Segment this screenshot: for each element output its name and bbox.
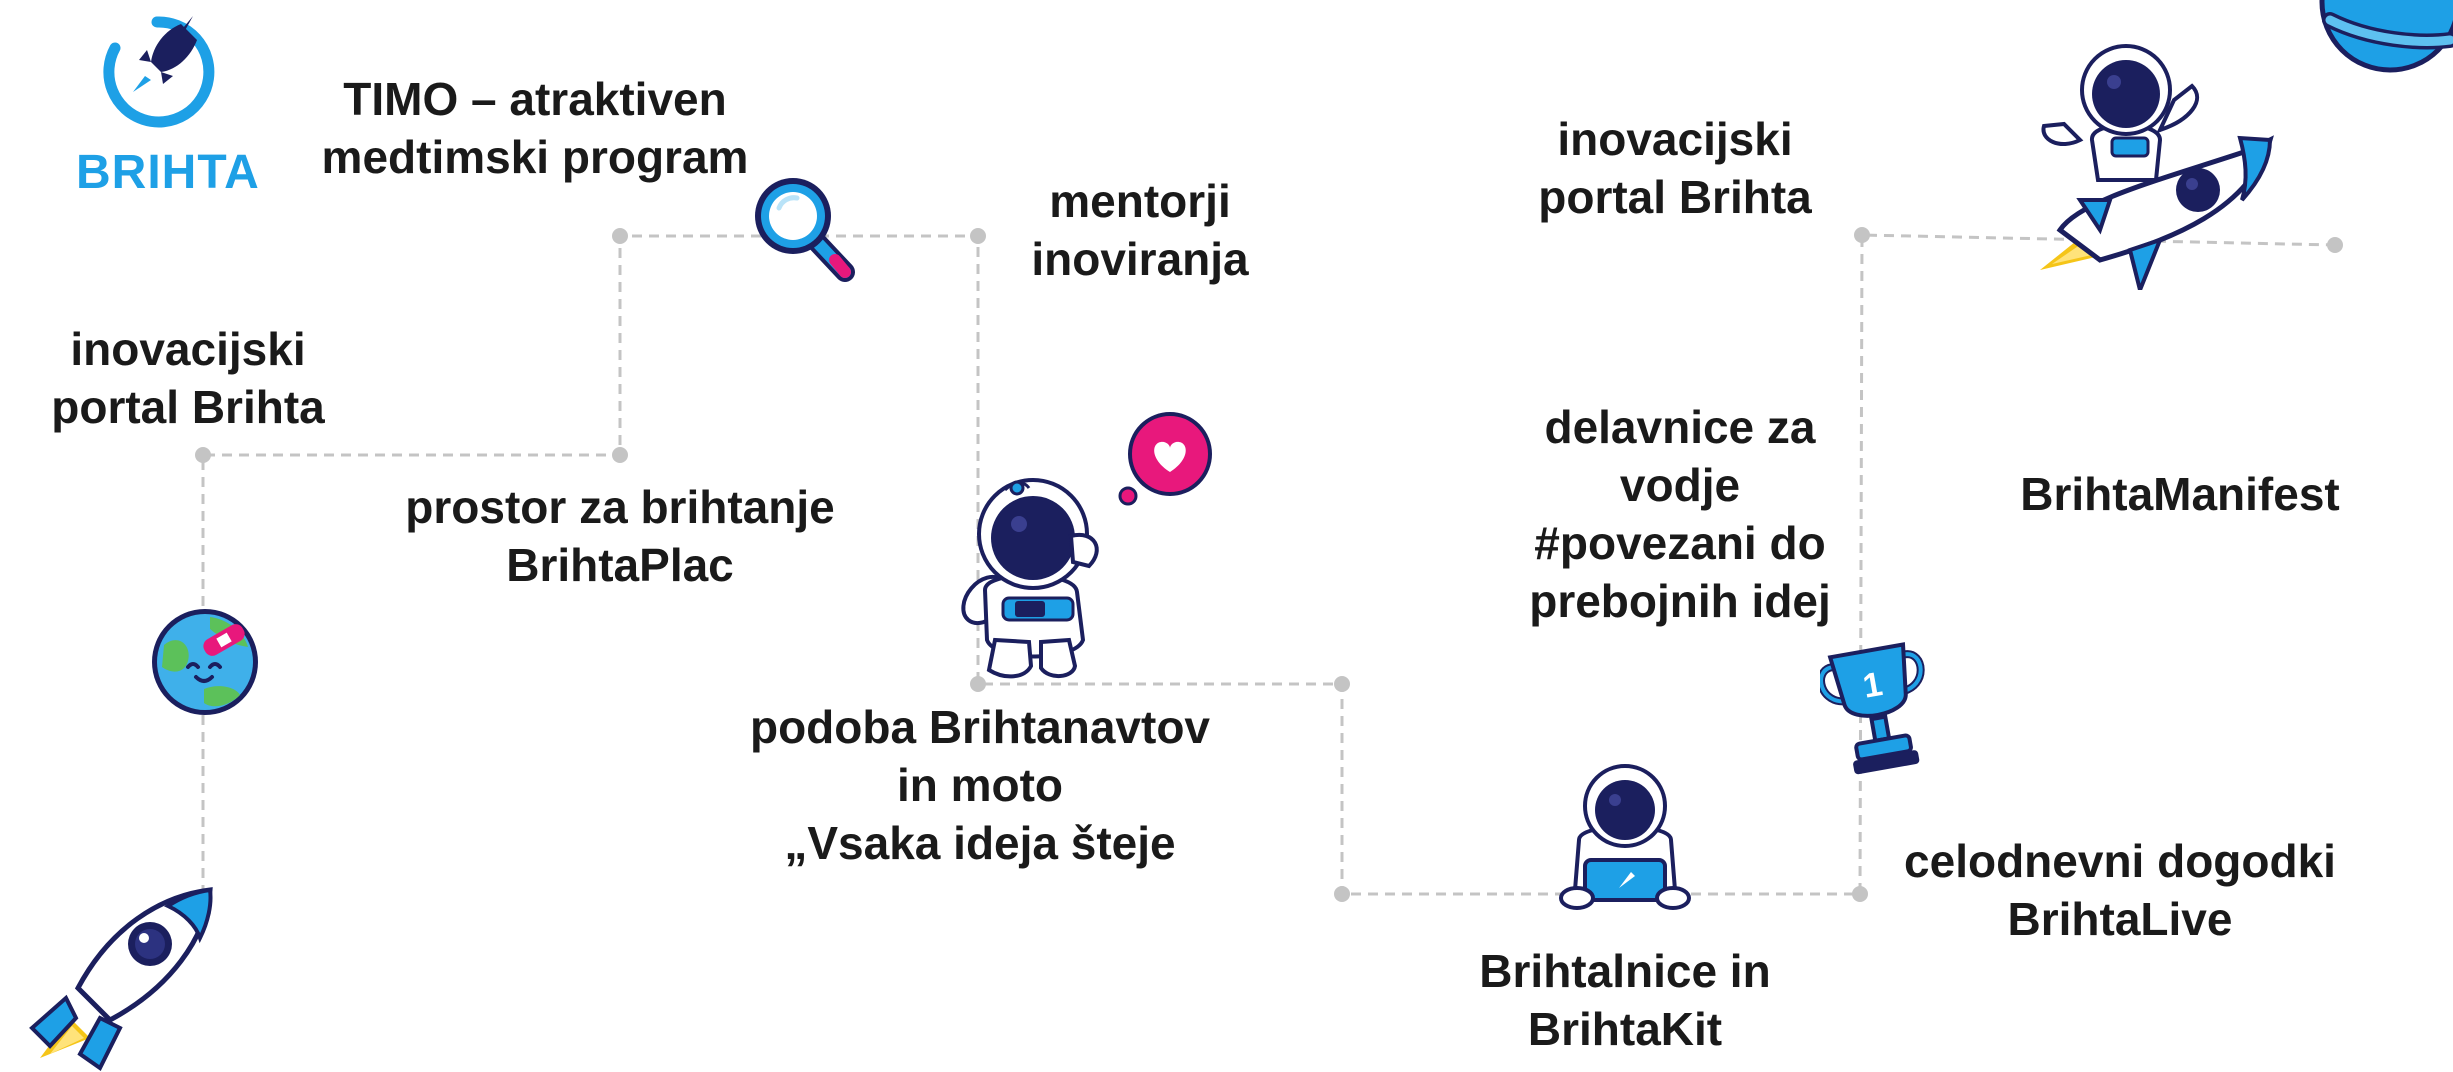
astronaut-laptop-icon bbox=[1559, 764, 1691, 910]
path-node bbox=[2327, 237, 2343, 253]
path-node bbox=[1334, 676, 1350, 692]
planet-icon bbox=[2319, 0, 2453, 73]
rocket-circle-logo bbox=[103, 16, 215, 128]
earth-bandage-icon bbox=[152, 609, 258, 715]
path-node bbox=[1854, 227, 1870, 243]
astronaut-waving-icon bbox=[961, 478, 1099, 679]
path-node bbox=[1334, 886, 1350, 902]
label-manifest: BrihtaManifest bbox=[2020, 468, 2340, 520]
magnifier-icon bbox=[755, 178, 855, 282]
astronaut-rocket-icon bbox=[2040, 44, 2274, 290]
path-node bbox=[612, 447, 628, 463]
path-node bbox=[970, 676, 986, 692]
heart-bubble-icon bbox=[1118, 412, 1212, 506]
logo-text: BRIHTA bbox=[76, 146, 260, 199]
trophy-icon: 1 bbox=[1820, 642, 1925, 775]
path-node bbox=[612, 228, 628, 244]
path-node bbox=[195, 447, 211, 463]
path-node bbox=[1852, 886, 1868, 902]
path-node bbox=[970, 228, 986, 244]
rocket-start-icon bbox=[29, 887, 213, 1071]
